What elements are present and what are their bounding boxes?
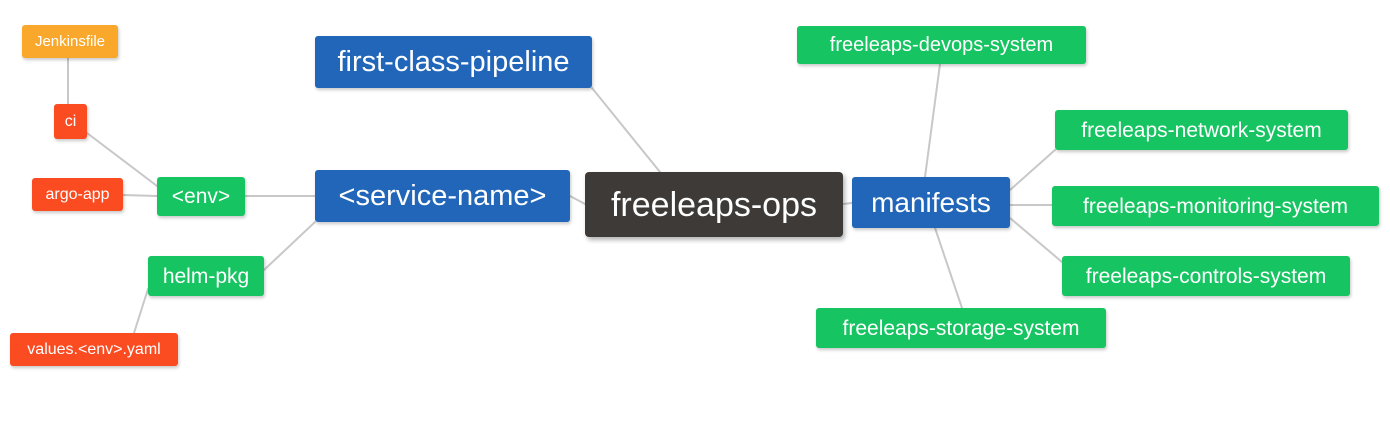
node-manifests[interactable]: manifests [852, 177, 1010, 228]
node-ci[interactable]: ci [54, 104, 87, 139]
node-helm-pkg[interactable]: helm-pkg [148, 256, 264, 296]
edge-manifests-devops [924, 63, 941, 178]
node-jenkinsfile[interactable]: Jenkinsfile [22, 25, 118, 58]
node-service-name[interactable]: <service-name> [315, 170, 570, 222]
node-freeleaps-ops[interactable]: freeleaps-ops [585, 172, 843, 237]
edge-manifests-network [1009, 149, 1056, 191]
edge-env-argo-app [122, 194, 158, 197]
node-values-env-yaml[interactable]: values.<env>.yaml [10, 333, 178, 366]
node-freeleaps-storage-system[interactable]: freeleaps-storage-system [816, 308, 1106, 348]
edge-root-manifests [842, 202, 853, 205]
edge-service-name-helm-pkg [263, 221, 316, 271]
node-argo-app[interactable]: argo-app [32, 178, 123, 211]
edge-manifests-storage [934, 227, 963, 309]
node-freeleaps-network-system[interactable]: freeleaps-network-system [1055, 110, 1348, 150]
node-env[interactable]: <env> [157, 177, 245, 216]
edge-root-first-class-pipeline [591, 87, 661, 173]
node-freeleaps-devops-system[interactable]: freeleaps-devops-system [797, 26, 1086, 64]
node-first-class-pipeline[interactable]: first-class-pipeline [315, 36, 592, 88]
edge-helm-pkg-values [133, 288, 149, 334]
node-freeleaps-controls-system[interactable]: freeleaps-controls-system [1062, 256, 1350, 296]
node-freeleaps-monitoring-system[interactable]: freeleaps-monitoring-system [1052, 186, 1379, 226]
edge-root-service-name [569, 195, 586, 205]
